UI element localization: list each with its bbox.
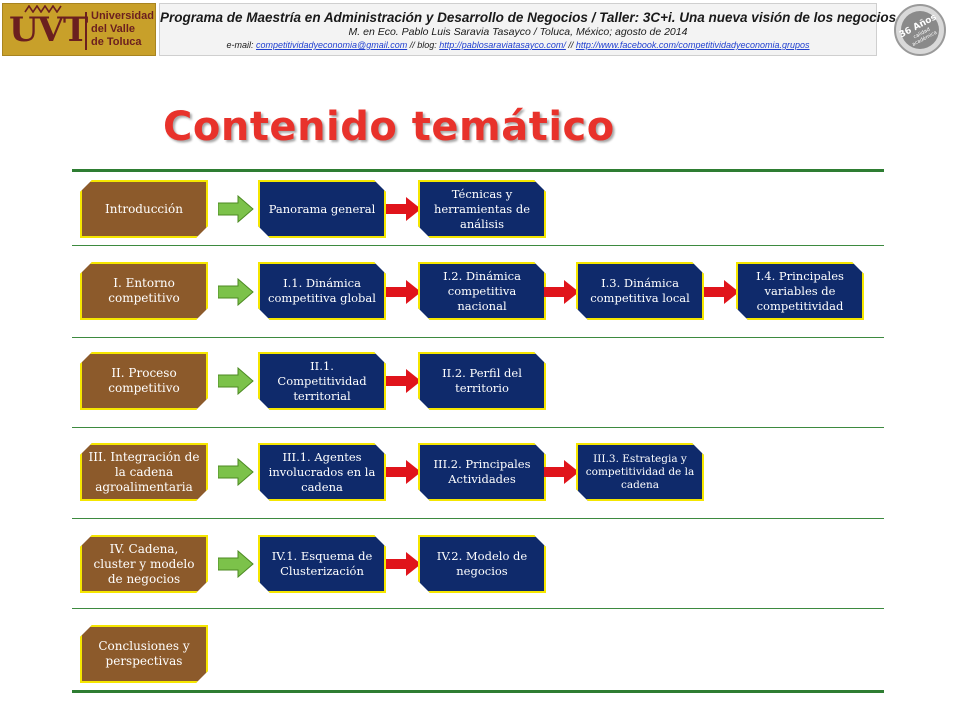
section-entorno-competitivo[interactable]: I. Entorno competitivo — [80, 262, 208, 320]
bottom-divider — [72, 690, 884, 693]
author-line: M. en Eco. Pablo Luis Saravia Tasayco / … — [348, 26, 688, 38]
topic-label: I.1. Dinámica competitiva global — [268, 276, 376, 305]
topic-iii2[interactable]: III.2. Principales Actividades — [418, 443, 546, 501]
anniversary-seal: 36 Años calidad académica — [888, 3, 952, 57]
topic-i2[interactable]: I.2. Dinámica competitiva nacional — [418, 262, 546, 320]
topic-label: I.4. Principales variables de competitiv… — [756, 268, 844, 313]
uvt-logo[interactable]: UVT Universidad del Valle de Toluca — [2, 3, 156, 56]
topic-label: I.3. Dinámica competitiva local — [590, 276, 690, 305]
red-arrow-icon — [386, 280, 421, 304]
logo-name-line: de Toluca — [91, 36, 142, 48]
row-divider — [72, 518, 884, 519]
red-arrow-icon — [544, 280, 579, 304]
topic-i3[interactable]: I.3. Dinámica competitiva local — [576, 262, 704, 320]
contact-line: e-mail: competitividadyeconomia@gmail.co… — [160, 39, 876, 52]
email-link[interactable]: competitividadyeconomia@gmail.com — [256, 40, 408, 50]
topic-iii3[interactable]: III.3. Estrategia y competitividad de la… — [576, 443, 704, 501]
blog-separator: // blog: — [409, 40, 437, 50]
topic-i1[interactable]: I.1. Dinámica competitiva global — [258, 262, 386, 320]
row-divider — [72, 608, 884, 609]
section-proceso-competitivo[interactable]: II. Proceso competitivo — [80, 352, 208, 410]
topic-label: IV.2. Modelo de negocios — [436, 549, 528, 578]
page-title: Contenido temático — [163, 104, 615, 150]
red-arrow-icon — [386, 460, 421, 484]
row-divider — [72, 427, 884, 428]
red-arrow-icon — [386, 197, 421, 221]
section-label: I. Entorno competitivo — [108, 276, 180, 305]
section-label: II. Proceso competitivo — [108, 366, 180, 395]
red-arrow-icon — [386, 552, 421, 576]
topic-iv1[interactable]: IV.1. Esquema de Clusterización — [258, 535, 386, 593]
logo-name-line: del Valle — [91, 23, 136, 35]
top-divider — [72, 169, 884, 172]
facebook-link[interactable]: http://www.facebook.com/competitividadye… — [575, 40, 810, 50]
logo-name-line: Universidad — [91, 10, 154, 22]
row-divider — [72, 337, 884, 338]
green-arrow-icon — [218, 367, 254, 395]
topic-ii1[interactable]: II.1. Competitividad territorial — [258, 352, 386, 410]
section-conclusiones[interactable]: Conclusiones y perspectivas — [80, 625, 208, 683]
program-title: Programa de Maestría en Administración y… — [160, 10, 897, 25]
topic-tecnicas-herramientas[interactable]: Técnicas y herramientas de análisis — [418, 180, 546, 238]
topic-label: IV.1. Esquema de Clusterización — [271, 549, 373, 578]
row-divider — [72, 245, 884, 246]
topic-label: III.2. Principales Actividades — [433, 457, 531, 486]
red-arrow-icon — [544, 460, 579, 484]
section-integracion-cadena[interactable]: III. Integración de la cadena agroalimen… — [80, 443, 208, 501]
logo-divider — [85, 12, 87, 50]
section-cadena-cluster[interactable]: IV. Cadena, cluster y modelo de negocios — [80, 535, 208, 593]
section-introduccion[interactable]: Introducción — [80, 180, 208, 238]
topic-i4[interactable]: I.4. Principales variables de competitiv… — [736, 262, 864, 320]
crown-icon — [23, 4, 63, 14]
facebook-separator: // — [568, 40, 574, 50]
topic-label: III.1. Agentes involucrados en la cadena — [268, 449, 376, 494]
green-arrow-icon — [218, 458, 254, 486]
green-arrow-icon — [218, 278, 254, 306]
topic-iii1[interactable]: III.1. Agentes involucrados en la cadena — [258, 443, 386, 501]
green-arrow-icon — [218, 550, 254, 578]
topic-label: Técnicas y herramientas de análisis — [433, 186, 531, 231]
green-arrow-icon — [218, 195, 254, 223]
section-label: III. Integración de la cadena agroalimen… — [88, 449, 200, 494]
header: UVT Universidad del Valle de Toluca Prog… — [0, 0, 960, 62]
program-banner: Programa de Maestría en Administración y… — [159, 3, 897, 56]
topic-label: III.3. Estrategia y competitividad de la… — [585, 452, 695, 491]
topic-label: Panorama general — [268, 201, 376, 216]
topic-iv2[interactable]: IV.2. Modelo de negocios — [418, 535, 546, 593]
section-label: Introducción — [105, 201, 183, 216]
topic-label: II.2. Perfil del territorio — [442, 366, 522, 395]
section-label: IV. Cadena, cluster y modelo de negocios — [93, 541, 195, 586]
red-arrow-icon — [704, 280, 739, 304]
topic-ii2[interactable]: II.2. Perfil del territorio — [418, 352, 546, 410]
section-label: Conclusiones y perspectivas — [98, 639, 190, 668]
blog-link[interactable]: http://pablosaraviatasayco.com/ — [439, 40, 566, 50]
topic-panorama-general[interactable]: Panorama general — [258, 180, 386, 238]
topic-label: I.2. Dinámica competitiva nacional — [443, 268, 521, 313]
email-label: e-mail: — [226, 40, 254, 50]
logo-name: Universidad del Valle de Toluca — [91, 10, 154, 49]
red-arrow-icon — [386, 369, 421, 393]
logo-mark: UVT — [9, 10, 88, 50]
topic-label: II.1. Competitividad territorial — [277, 358, 367, 403]
